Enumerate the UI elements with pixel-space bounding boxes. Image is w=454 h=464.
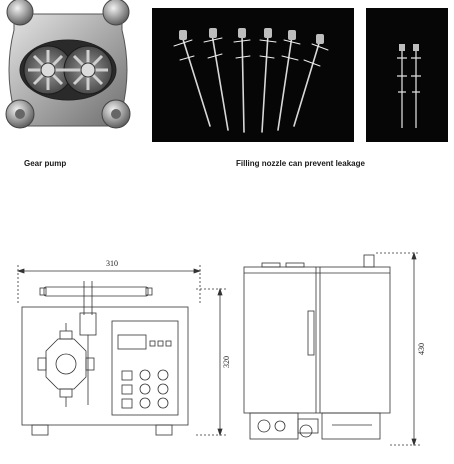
filling-nozzle-caption: Filling nozzle can prevent leakage — [236, 159, 365, 168]
front-height-dimension-label: 320 — [222, 356, 231, 368]
filling-nozzles-pair-photo — [366, 8, 448, 142]
side-height-dimension-label: 430 — [417, 343, 426, 355]
dimension-drawing: 310 320 430 — [0, 245, 454, 459]
gear-pump-caption: Gear pump — [24, 159, 67, 168]
filling-nozzles-photo — [152, 8, 354, 142]
gear-pump-photo — [0, 0, 136, 140]
width-dimension-label: 310 — [106, 259, 118, 268]
